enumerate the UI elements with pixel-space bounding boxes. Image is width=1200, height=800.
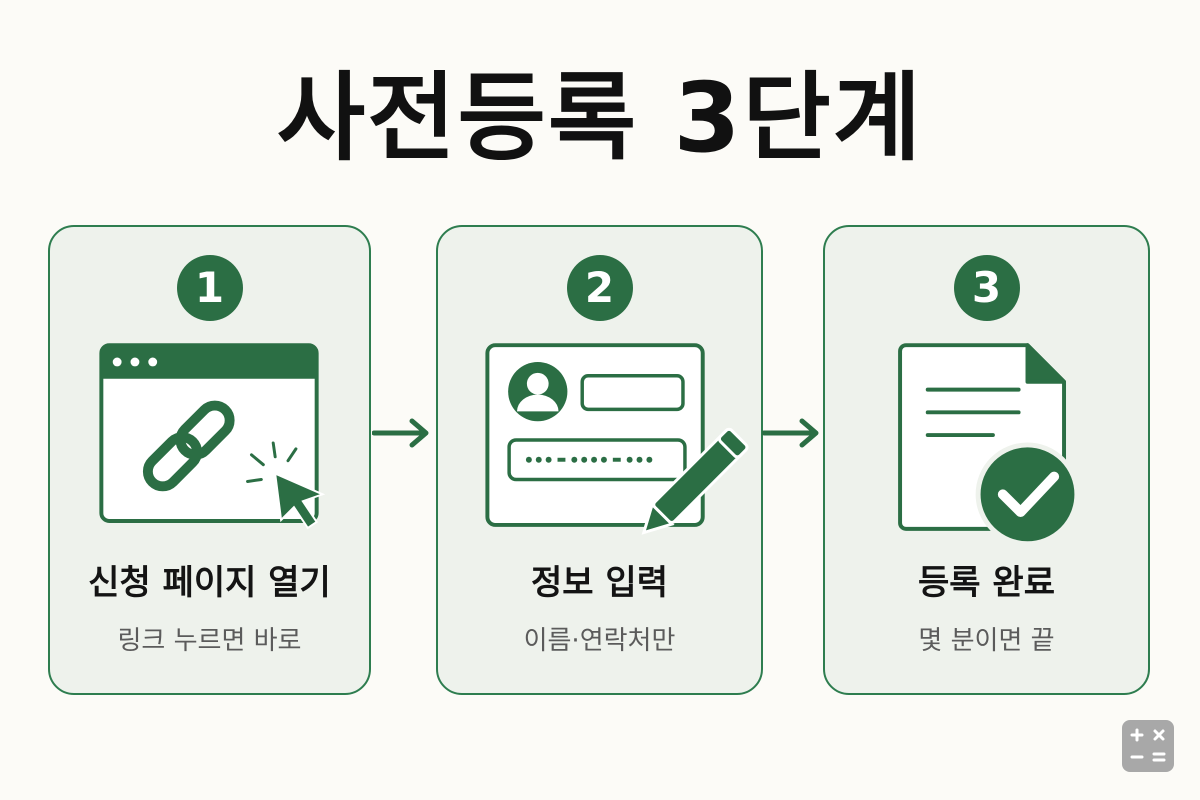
- step-card-2: 2: [436, 225, 763, 695]
- step-card-3: 3 등록 완료 몇 분이면 끝: [823, 225, 1150, 695]
- page-title: 사전등록 3단계: [276, 62, 924, 174]
- step-subtitle: 몇 분이면 끝: [918, 626, 1055, 656]
- step-title: 정보 입력: [531, 563, 668, 603]
- calculator-icon: [1122, 720, 1174, 772]
- browser-link-click-icon: [50, 337, 369, 542]
- step-number-badge: 2: [566, 255, 633, 321]
- form-pencil-icon: [438, 337, 761, 542]
- arrow-right-icon: [761, 416, 822, 450]
- step-title: 신청 페이지 열기: [88, 563, 331, 603]
- step-card-1: 1: [48, 225, 371, 695]
- step-subtitle: 이름·연락처만: [523, 626, 676, 656]
- step-number-badge: 3: [953, 255, 1020, 321]
- arrow-right-icon: [371, 416, 432, 450]
- document-check-icon: [825, 337, 1148, 542]
- step-subtitle: 링크 누르면 바로: [117, 626, 302, 656]
- step-number-badge: 1: [176, 255, 243, 321]
- step-title: 등록 완료: [918, 563, 1055, 603]
